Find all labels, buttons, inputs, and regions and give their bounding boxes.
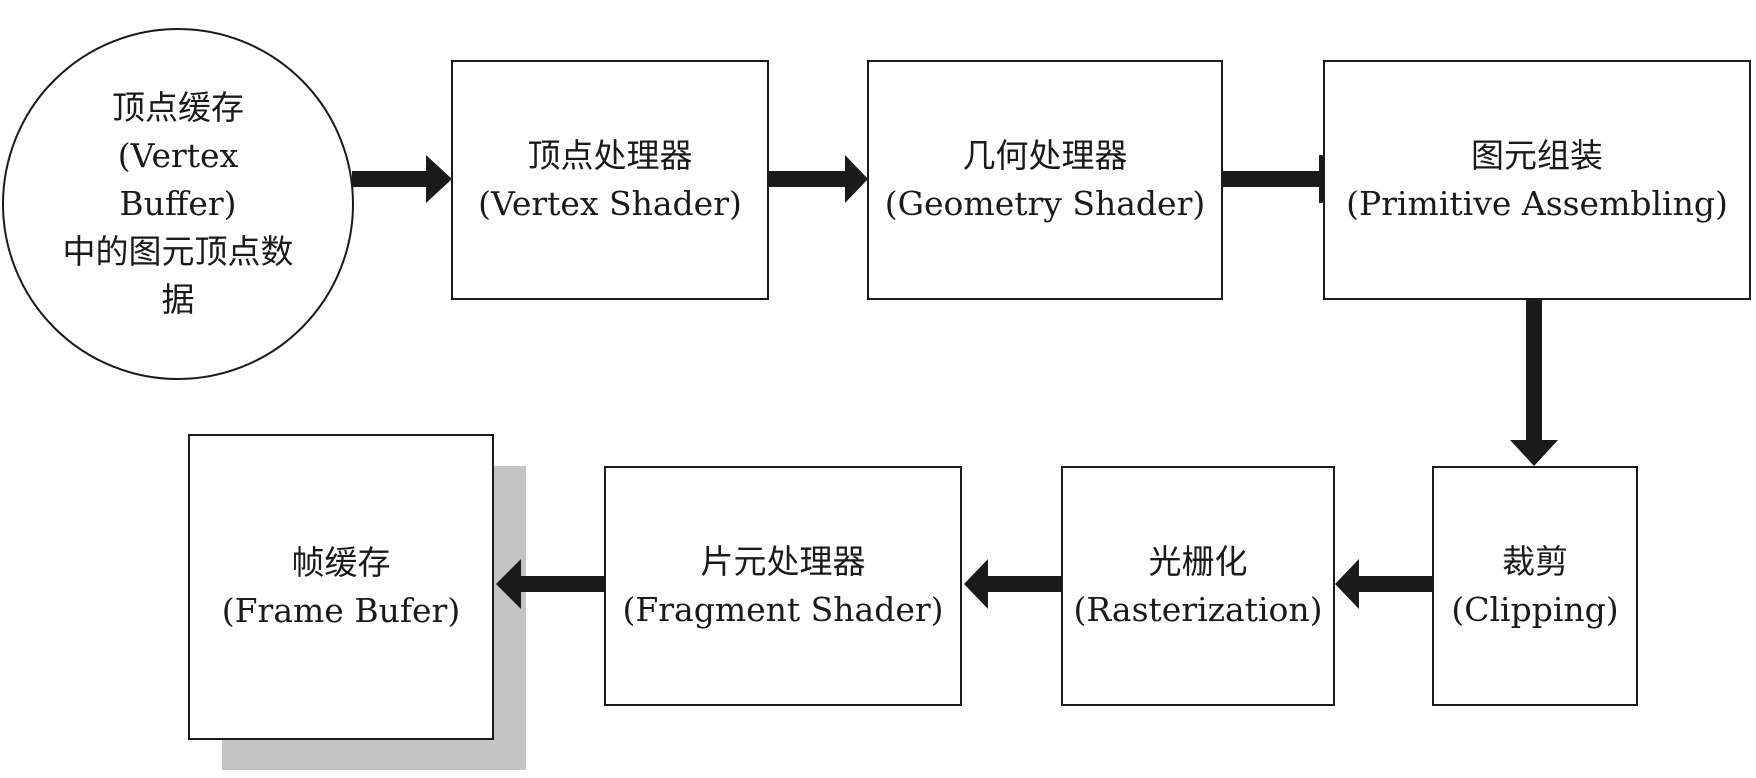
arrow-clipping-to-rasterization <box>1335 559 1432 609</box>
arrow-rasterization-to-fragment-shader <box>964 559 1061 609</box>
clipping-en: (Clipping) <box>1451 586 1618 634</box>
frame-buffer-cn: 帧缓存 <box>292 539 391 587</box>
clipping-cn: 裁剪 <box>1502 538 1568 586</box>
vertex-shader-en: (Vertex Shader) <box>478 180 742 228</box>
vertex-buffer-line2: (Vertex Buffer) <box>56 132 300 228</box>
fragment-shader-en: (Fragment Shader) <box>622 586 943 634</box>
frame-buffer-node: 帧缓存 (Frame Bufer) <box>188 434 494 740</box>
arrow-vertex-shader-to-geometry-shader <box>769 155 868 203</box>
geometry-shader-cn: 几何处理器 <box>963 132 1128 180</box>
vertex-buffer-line3: 中的图元顶点数据 <box>56 228 300 324</box>
fragment-shader-cn: 片元处理器 <box>701 538 866 586</box>
geometry-shader-node: 几何处理器 (Geometry Shader) <box>867 60 1223 300</box>
clipping-node: 裁剪 (Clipping) <box>1432 466 1638 706</box>
vertex-shader-node: 顶点处理器 (Vertex Shader) <box>451 60 769 300</box>
vertex-shader-cn: 顶点处理器 <box>528 132 693 180</box>
arrow-primitive-assembling-to-clipping <box>1510 300 1558 466</box>
rasterization-en: (Rasterization) <box>1073 586 1322 634</box>
rasterization-cn: 光栅化 <box>1149 538 1248 586</box>
arrow-vertex-buffer-to-vertex-shader <box>352 155 452 203</box>
vertex-buffer-node: 顶点缓存 (Vertex Buffer) 中的图元顶点数据 <box>2 28 354 380</box>
rasterization-node: 光栅化 (Rasterization) <box>1061 466 1335 706</box>
frame-buffer-en: (Frame Bufer) <box>222 587 460 635</box>
primitive-assembling-node: 图元组装 (Primitive Assembling) <box>1323 60 1751 300</box>
geometry-shader-en: (Geometry Shader) <box>885 180 1205 228</box>
primitive-assembling-cn: 图元组装 <box>1471 132 1603 180</box>
fragment-shader-node: 片元处理器 (Fragment Shader) <box>604 466 962 706</box>
primitive-assembling-en: (Primitive Assembling) <box>1346 180 1728 228</box>
arrow-fragment-shader-to-frame-buffer <box>496 559 604 609</box>
vertex-buffer-line1: 顶点缓存 <box>112 84 244 132</box>
